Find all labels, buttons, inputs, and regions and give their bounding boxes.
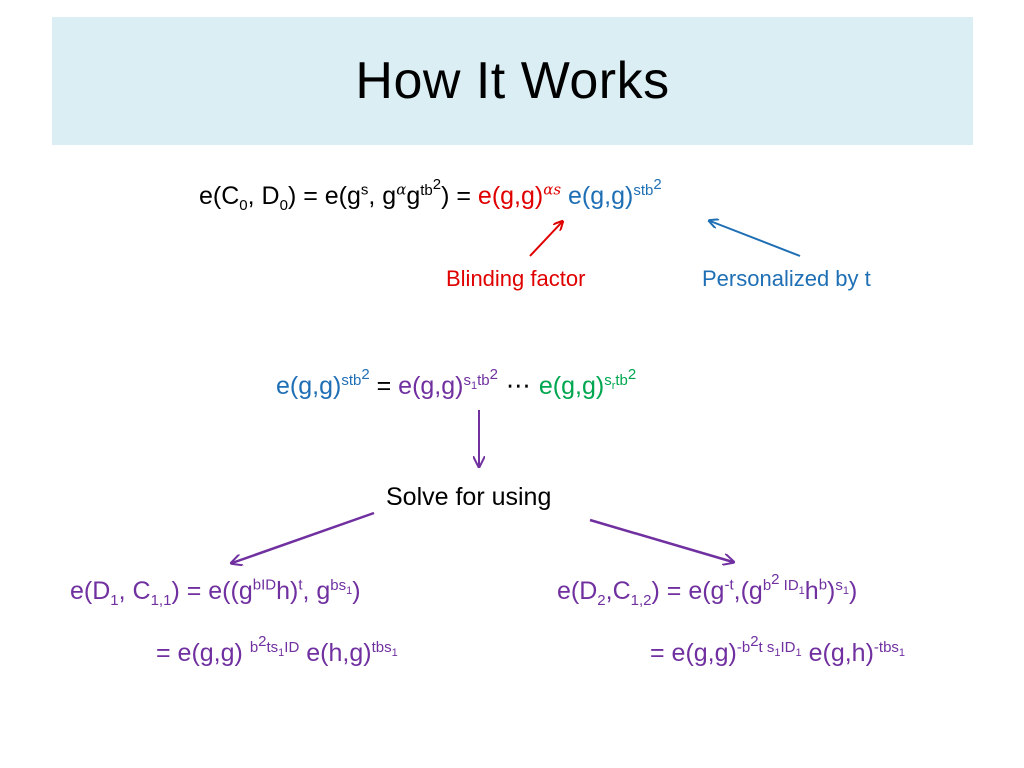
- right-branch-arrow: [589, 518, 733, 562]
- solve-label: Solve for using: [386, 483, 552, 511]
- title-bar: How It Works: [52, 17, 973, 145]
- blinding-factor-label: Blinding factor: [446, 266, 586, 291]
- blinding-term: e(g,g)αs: [477, 180, 562, 210]
- left-branch-arrow: [232, 511, 375, 563]
- equation-d1-result: = e(g,g) b2ts1ID e(h,g)tbs1: [156, 632, 398, 667]
- equation-d2-c12: e(D2,C1,2) = e(g-t,(gb2 ID1hb)s1): [557, 570, 858, 609]
- equation-d2-result: = e(g,g)-b2t s1ID1 e(g,h)-tbs1: [650, 632, 906, 667]
- equation-d1-c11: e(D1, C1,1) = e((gbIDh)t, gbs1): [70, 576, 361, 609]
- personalized-label: Personalized by t: [702, 266, 871, 291]
- equation-pairing-c0-d0: e(C0, D0) = e(gs, gαgtb2) = e(g,g)αs e(g…: [199, 175, 662, 214]
- personalized-term: e(g,g)stb2: [561, 175, 662, 210]
- personalized-arrow: [710, 221, 801, 257]
- blinding-arrow: [529, 222, 562, 257]
- equation-share-decomposition: e(g,g)stb2 = e(g,g)s1tb2 ⋯ e(g,g)srtb2: [276, 365, 637, 400]
- slide-title: How It Works: [355, 52, 670, 110]
